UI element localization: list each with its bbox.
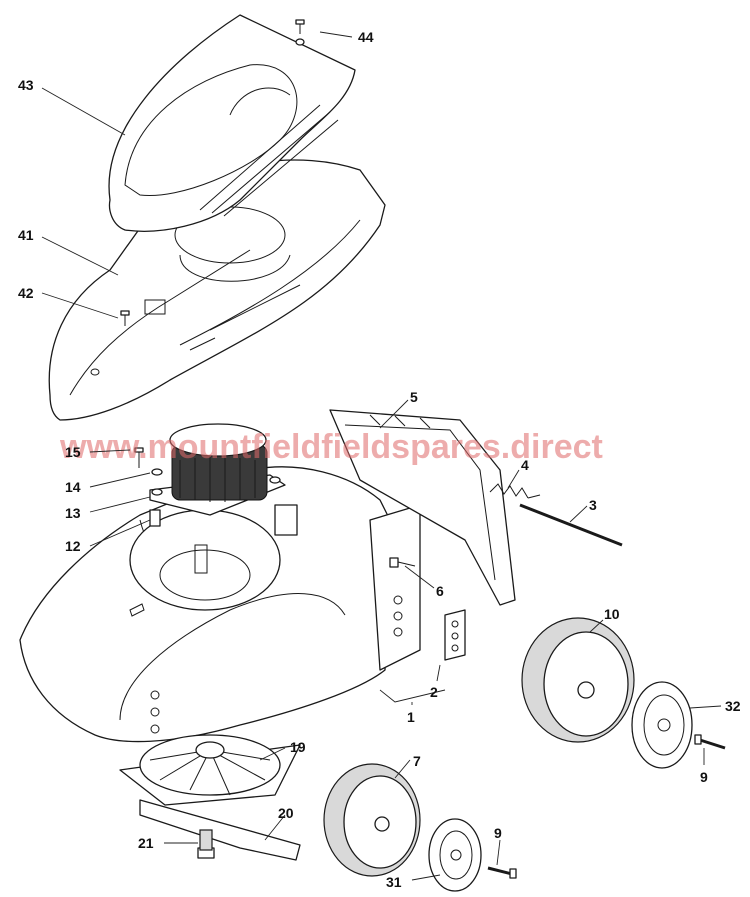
hubcap-part-31	[428, 818, 482, 892]
callout-42: 42	[18, 285, 34, 301]
top-hood-part-43	[108, 14, 356, 232]
washer-part-14	[151, 468, 163, 476]
motor-part-13	[149, 423, 286, 516]
callout-44: 44	[358, 29, 374, 45]
callout-2: 2	[430, 684, 438, 700]
watermark-text: www.mountfieldfieldspares.direct	[59, 428, 603, 466]
screw-part-15	[134, 447, 144, 468]
callout-9-rear: 9	[700, 769, 708, 785]
rear-flap-part-5	[329, 409, 516, 606]
callout-20: 20	[278, 805, 294, 821]
front-wheel-part-7	[323, 763, 421, 877]
callout-10: 10	[604, 606, 620, 622]
fan-part-19	[119, 734, 301, 806]
callout-13: 13	[65, 505, 81, 521]
callout-32: 32	[725, 698, 741, 714]
callout-12: 12	[65, 538, 81, 554]
screw-part-42	[120, 310, 130, 326]
bolt-part-6	[389, 557, 416, 568]
axle-bolt-part-9-rear	[694, 734, 726, 750]
callout-43: 43	[18, 77, 34, 93]
blade-bolt-part-21	[197, 829, 215, 859]
callout-31: 31	[386, 874, 402, 890]
height-bracket-part-2	[444, 609, 466, 661]
callout-21: 21	[138, 835, 154, 851]
spring-part-4	[489, 483, 541, 499]
callout-3: 3	[589, 497, 597, 513]
screw-part-44	[295, 19, 305, 34]
axle-bolt-part-9-front	[487, 866, 517, 879]
callout-41: 41	[18, 227, 34, 243]
blade-part-20	[139, 799, 301, 861]
callout-7: 7	[413, 753, 421, 769]
hubcap-part-32	[631, 681, 693, 769]
rear-wheel-part-10	[521, 617, 635, 743]
callout-14: 14	[65, 479, 81, 495]
callout-6: 6	[436, 583, 444, 599]
main-deck-part-1	[19, 466, 421, 743]
callout-19: 19	[290, 739, 306, 755]
callout-9-front: 9	[494, 825, 502, 841]
callout-5: 5	[410, 389, 418, 405]
clip-part-12	[149, 509, 161, 527]
leader-lines	[41, 31, 722, 881]
callout-15: 15	[65, 444, 81, 460]
rod-part-3	[519, 503, 623, 547]
rear-cover-part-41	[48, 159, 386, 421]
callout-4: 4	[521, 457, 529, 473]
callout-1: 1	[407, 709, 415, 725]
